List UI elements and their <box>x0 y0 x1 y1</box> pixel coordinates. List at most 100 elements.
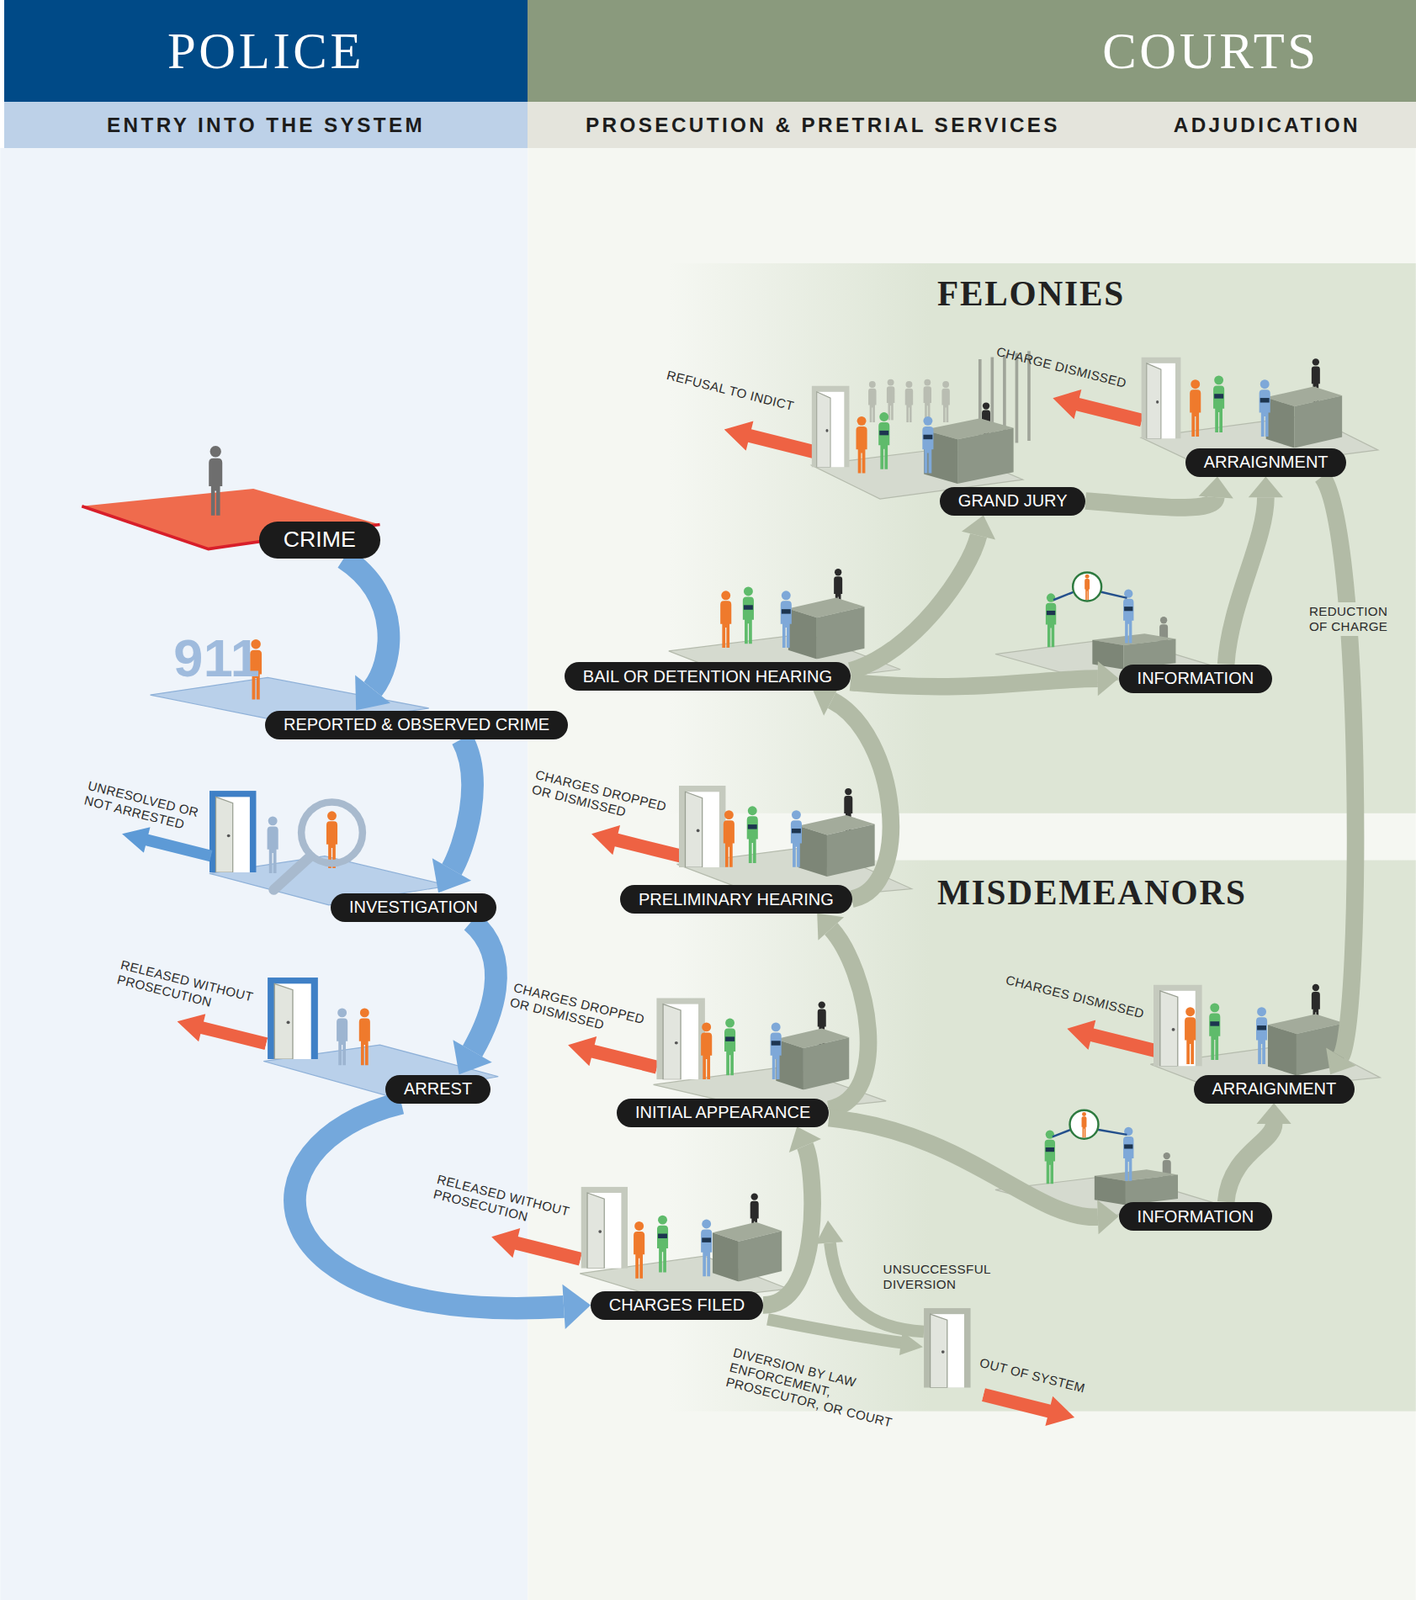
bench <box>712 1222 782 1283</box>
section-title: PROSECUTION & PRETRIAL SERVICES <box>585 113 1061 138</box>
annotation-wrap: CHARGES DROPPED OR DISMISSED <box>530 767 683 833</box>
exit-arrow <box>588 819 685 872</box>
stage-label: INVESTIGATION <box>330 893 497 923</box>
flow-band <box>451 738 473 870</box>
annotation: CHARGE DISMISSED <box>994 344 1128 392</box>
annotation-wrap: DIVERSION BY LAW ENFORCEMENT, PROSECUTOR… <box>723 1345 912 1434</box>
figure <box>336 1007 348 1066</box>
exit-arrow <box>720 414 819 467</box>
stage-label: ARREST <box>385 1075 491 1104</box>
figure <box>1044 1129 1056 1184</box>
annotation: UNSUCCESSFUL DIVERSION <box>883 1262 1017 1293</box>
figure <box>724 1018 736 1077</box>
annotation: RELEASED WITHOUT PROSECUTION <box>115 957 267 1024</box>
door <box>209 790 257 873</box>
exit-arrow <box>564 1030 662 1083</box>
annotation-wrap: CHARGE DISMISSED <box>994 344 1128 392</box>
exit-arrow <box>1063 1013 1161 1066</box>
panel-heading: FELONIES <box>937 273 1125 314</box>
door <box>811 386 850 468</box>
header-band: PROSECUTION & PRETRIAL SERVICES <box>527 101 1118 149</box>
figure <box>922 416 934 474</box>
stage-text: GRAND JURY <box>958 491 1068 511</box>
bar <box>1015 353 1019 444</box>
arrowhead <box>355 675 391 711</box>
stage-label: CHARGES FILED <box>590 1291 764 1321</box>
figure <box>1045 593 1056 648</box>
figure <box>657 1215 669 1273</box>
door <box>656 997 706 1080</box>
figure <box>720 590 732 648</box>
annotation-wrap: 911 <box>173 626 260 691</box>
arrowhead <box>1198 476 1234 499</box>
annotation: 911 <box>173 626 260 691</box>
door <box>923 1308 971 1389</box>
link-line <box>1097 1129 1127 1135</box>
figure <box>1209 1002 1220 1061</box>
section-title: ADJUDICATION <box>1173 113 1361 138</box>
section-title: ENTRY INTO THE SYSTEM <box>106 113 425 138</box>
edge-label-wrap: REDUCTION OF CHARGE <box>1302 602 1395 637</box>
bench <box>788 598 865 660</box>
flow-band <box>850 678 1098 688</box>
flow-arrow <box>816 913 869 1110</box>
section-title: POLICE <box>167 21 365 81</box>
courts-column <box>527 148 1416 1600</box>
link-line <box>1053 592 1074 601</box>
category-panel: MISDEMEANORSARRAIGNMENTINFORMATION <box>668 860 1416 1412</box>
figure <box>208 445 223 516</box>
stage-label: ARRAIGNMENT <box>1185 448 1348 478</box>
flow-arrow <box>763 1126 822 1305</box>
annotation-wrap: RELEASED WITHOUT PROSECUTION <box>431 1172 584 1238</box>
flow-arrow <box>452 921 496 1075</box>
bench <box>775 1028 849 1090</box>
figure <box>790 810 802 868</box>
stage-text: ARRAIGNMENT <box>1211 1079 1337 1099</box>
annotation-wrap: OUT OF SYSTEM <box>978 1355 1088 1397</box>
stage-text: BAIL OR DETENTION HEARING <box>583 667 833 687</box>
door <box>1153 985 1203 1067</box>
figure <box>747 806 759 864</box>
figure <box>1213 375 1225 433</box>
exit-arrow <box>173 1007 270 1058</box>
annotation-wrap: CHARGES DISMISSED <box>1003 972 1146 1022</box>
bench <box>1265 386 1342 448</box>
figure <box>742 586 754 644</box>
link-line <box>1100 592 1128 599</box>
annotation: CHARGES DROPPED OR DISMISSED <box>530 767 683 833</box>
arrowhead <box>1325 1047 1356 1075</box>
stage-label: BAIL OR DETENTION HEARING <box>564 662 851 691</box>
flow-band <box>344 557 389 690</box>
flow-band <box>832 700 891 900</box>
arrowhead <box>1097 1199 1119 1235</box>
figure <box>905 381 913 423</box>
stage-label: INFORMATION <box>1119 664 1273 694</box>
flow-arrow <box>1085 476 1234 508</box>
door <box>1140 357 1181 440</box>
annotation: CHARGES DISMISSED <box>1003 972 1146 1022</box>
flow-band <box>1225 497 1266 664</box>
flow-arrow <box>1321 476 1356 1075</box>
arrowhead <box>1256 1103 1291 1125</box>
figure <box>856 416 868 474</box>
door <box>267 977 319 1060</box>
stage-text: INFORMATION <box>1137 668 1255 689</box>
flow-arrow <box>813 684 891 899</box>
arrowhead <box>452 1039 492 1075</box>
flow-arrow <box>1225 476 1284 664</box>
header-band: ENTRY INTO THE SYSTEM <box>4 101 528 149</box>
flow-band <box>828 928 869 1110</box>
figure <box>1189 379 1201 437</box>
figure <box>700 1022 712 1080</box>
stage-text: PRELIMINARY HEARING <box>638 890 834 910</box>
ring <box>1070 1110 1099 1140</box>
stage-label: PRELIMINARY HEARING <box>620 885 852 914</box>
arrowhead <box>1248 476 1284 498</box>
magnifier-handle <box>273 857 309 891</box>
stage-label: GRAND JURY <box>939 487 1086 516</box>
figure <box>633 1221 645 1279</box>
stage-text: INVESTIGATION <box>349 897 478 918</box>
